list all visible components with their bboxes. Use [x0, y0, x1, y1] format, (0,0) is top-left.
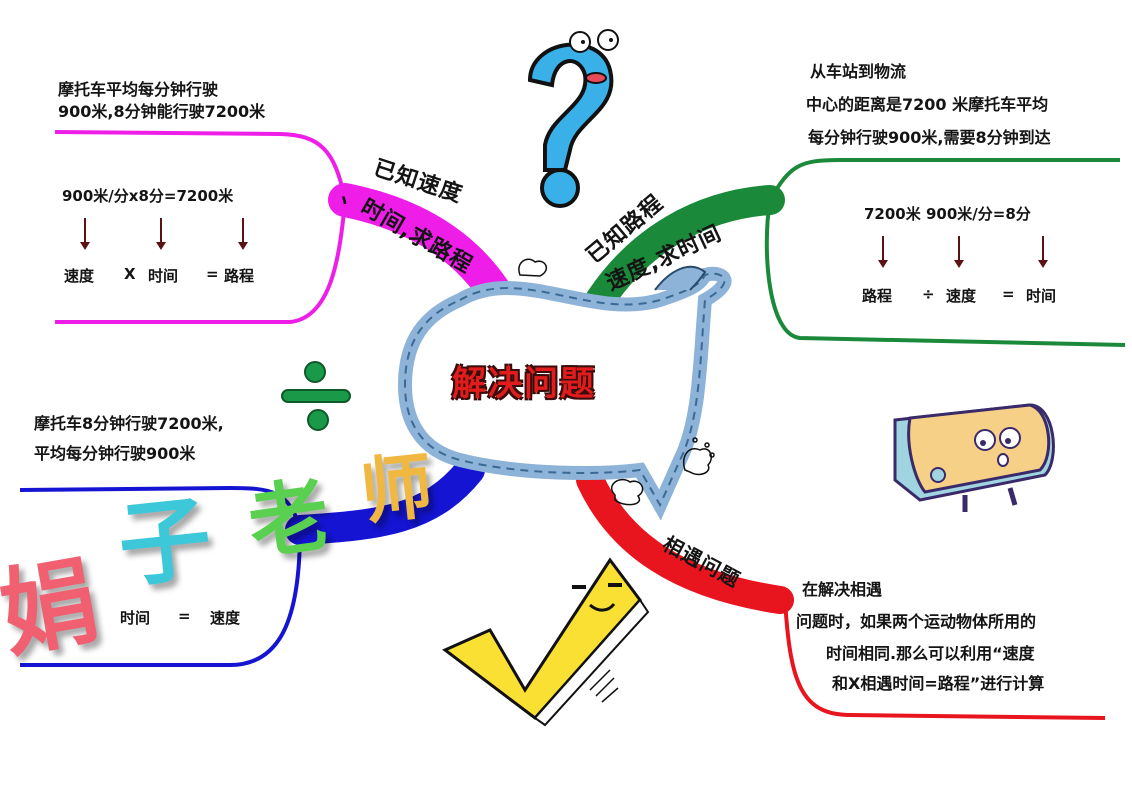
checkmark-icon [442, 557, 650, 727]
branch-time [585, 158, 1126, 347]
arrow-down-icon [1038, 236, 1048, 268]
formula-time-term-distance: 路程 [862, 287, 893, 305]
note-distance-1: 摩托车平均每分钟行驶 [58, 80, 219, 99]
cloud-swirl-icon [518, 258, 715, 506]
formula-distance-term-time: 时间 [148, 267, 179, 285]
center-title: 解决问题 [452, 364, 596, 404]
note-meeting-1: 在解决相遇 [802, 580, 883, 599]
formula-time-term-speed: 速度 [946, 287, 977, 305]
formula-distance-top: 900米/分x8分=7200米 [62, 187, 234, 205]
formula-distance-term-speed: 速度 [64, 267, 95, 285]
arrow-down-icon [954, 236, 964, 268]
note-distance-2: 900米,8分钟能行驶7200米 [58, 102, 266, 121]
watermark-char-2: 子 [113, 484, 217, 601]
arrow-down-icon [238, 218, 248, 250]
branch-speed [19, 455, 485, 667]
note-speed-2: 平均每分钟行驶900米 [34, 444, 196, 463]
note-meeting-3: 时间相同.那么可以利用“速度 [826, 644, 1035, 663]
formula-time-op-divide: ÷ [922, 285, 935, 303]
note-meeting-4: 和X相遇时间=路程”进行计算 [832, 674, 1045, 693]
formula-speed-op-equals: = [178, 607, 191, 625]
formula-time-term-time: 时间 [1026, 287, 1057, 305]
note-meeting-2: 问题时，如果两个运动物体所用的 [796, 612, 1037, 631]
note-time-1: 从车站到物流 [810, 62, 907, 81]
watermark-char-4: 师 [356, 443, 437, 535]
formula-time-op-equals: = [1002, 285, 1015, 303]
formula-distance-op-equals: = [206, 265, 219, 283]
arrow-down-icon [156, 218, 166, 250]
pencil-case-icon [893, 403, 1055, 512]
note-speed-1: 摩托车8分钟行驶7200米, [34, 414, 224, 433]
divide-icon [281, 361, 351, 431]
formula-time-top: 7200米 900米/分=8分 [864, 205, 1031, 223]
formula-distance-op-multiply: X [124, 265, 136, 283]
center-bubble [397, 265, 732, 521]
question-mark-icon [527, 29, 619, 208]
note-time-3: 每分钟行驶900米,需要8分钟到达 [808, 128, 1051, 147]
arrow-down-icon [80, 218, 90, 250]
note-time-2: 中心的距离是7200 米摩托车平均 [806, 95, 1049, 114]
formula-speed-term-speed: 速度 [210, 609, 241, 627]
formula-speed-term-time: 时间 [120, 609, 151, 627]
formula-distance-term-distance: 路程 [224, 267, 255, 285]
arrow-down-icon [878, 236, 888, 268]
branch-meeting [576, 466, 1106, 720]
watermark-char-3: 老 [242, 467, 335, 572]
